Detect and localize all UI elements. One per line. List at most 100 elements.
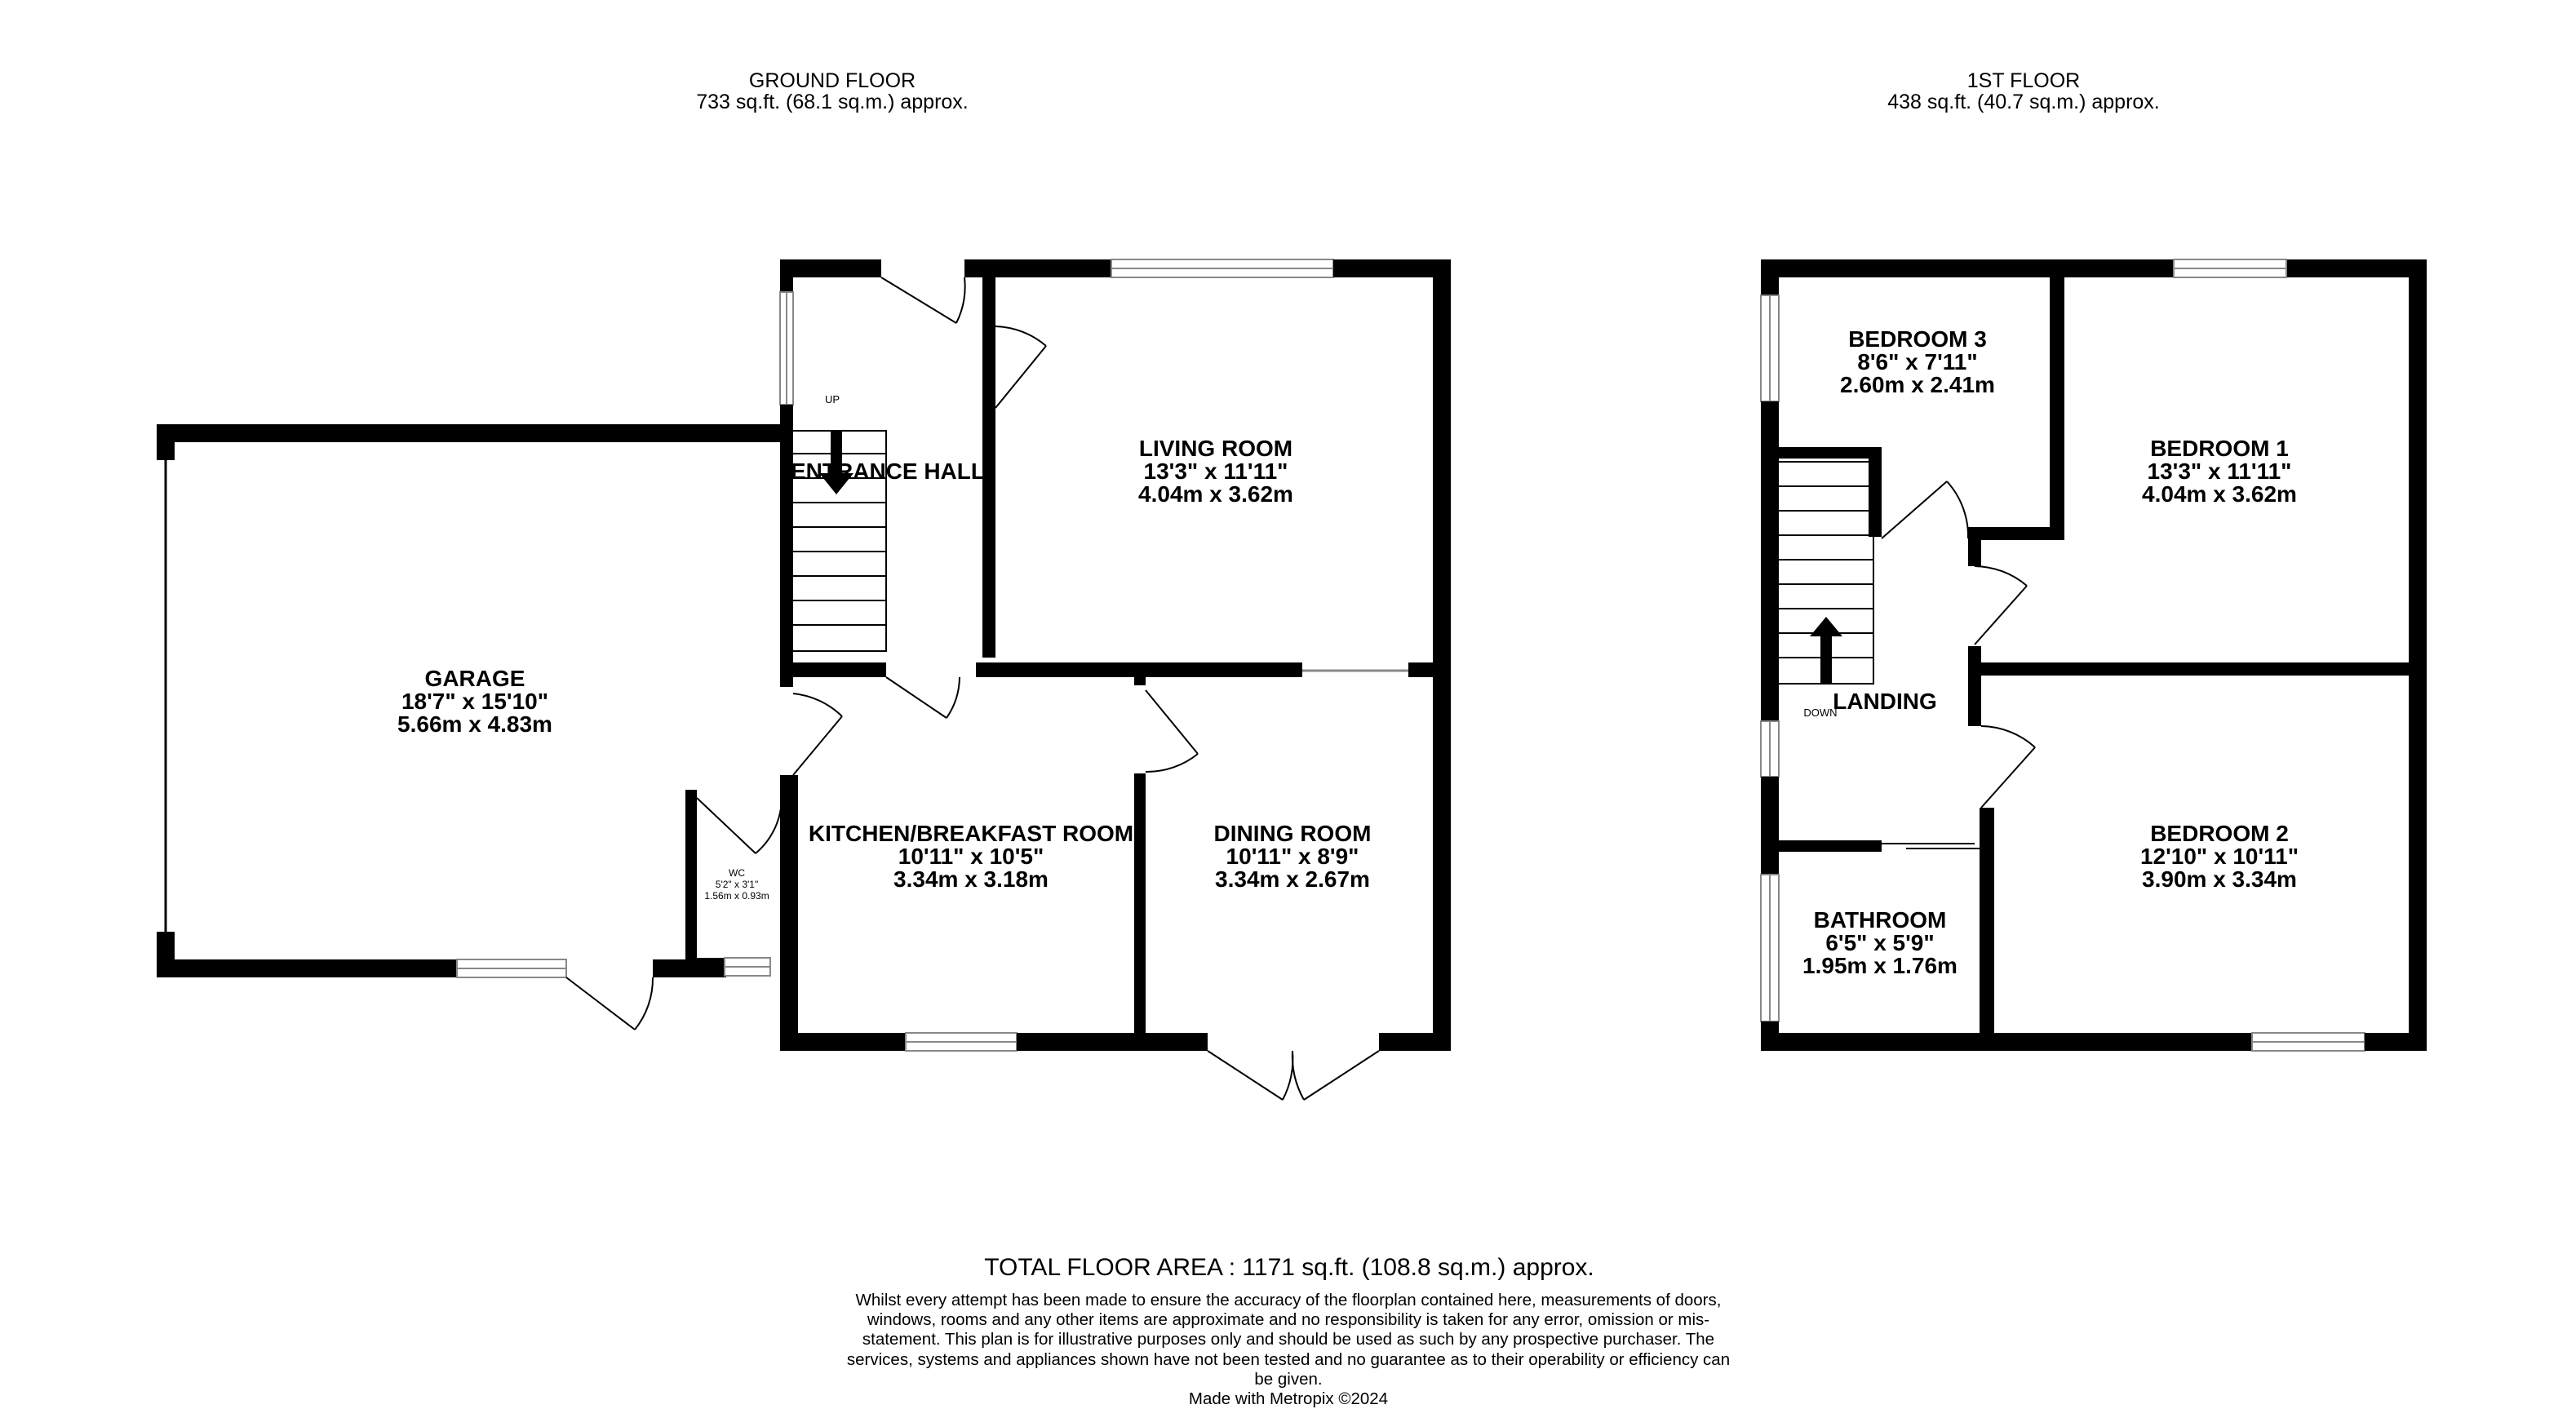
ff-wall-right — [2409, 259, 2427, 1051]
window — [2251, 1032, 2365, 1052]
living-wall-bottom-right — [1408, 662, 1441, 677]
room-label-kitchen: KITCHEN/BREAKFAST ROOM 10'11" x 10'5" 3.… — [783, 822, 1159, 891]
door-swing — [565, 977, 654, 1030]
window — [779, 291, 794, 405]
room-imperial: 10'11" x 8'9" — [1226, 844, 1359, 869]
garage-wall-bottom-left — [157, 959, 457, 977]
window — [1111, 259, 1334, 278]
sliding-door — [1882, 843, 1980, 849]
bedroom2-wall-left — [1968, 662, 1981, 726]
room-name: WC — [729, 867, 745, 879]
bathroom-wall-top-left — [1779, 840, 1882, 852]
room-imperial: 5'2" x 3'1" — [715, 878, 759, 890]
room-name: GARAGE — [424, 666, 525, 691]
french-doors — [1207, 1050, 1380, 1101]
room-label-garage: GARAGE 18'7" x 15'10" 5.66m x 4.83m — [352, 667, 597, 736]
room-imperial: 18'7" x 15'10" — [401, 689, 548, 714]
door-swing — [696, 797, 783, 854]
door-swing — [1145, 689, 1199, 773]
kitchen-dining-wall — [1134, 773, 1146, 1051]
bedroom1-bedroom2-wall — [1968, 662, 2427, 676]
room-label-bedroom-3: BEDROOM 3 8'6" x 7'11" 2.60m x 2.41m — [1795, 328, 2040, 397]
window — [1760, 874, 1780, 1022]
first-floor-area: 438 sq.ft. (40.7 sq.m.) approx. — [1887, 91, 2160, 113]
disclaimer: Whilst every attempt has been made to en… — [846, 1291, 1731, 1389]
living-wall-top-left — [964, 259, 1111, 277]
hall-wall-bottom — [780, 662, 886, 677]
first-floor-title: 1ST FLOOR — [1966, 69, 2081, 92]
ff-wall-bottom-right — [2365, 1033, 2427, 1051]
bedroom2-wall-left-lower — [1980, 808, 1994, 1051]
window — [2173, 259, 2287, 278]
room-imperial: 10'11" x 10'5" — [898, 844, 1044, 869]
hall-wall-left — [780, 405, 793, 687]
room-imperial: 12'10" x 10'11" — [2139, 844, 2299, 869]
room-metric: 5.66m x 4.83m — [397, 711, 552, 737]
room-label-entrance-hall: ENTRANCE HALL — [791, 459, 985, 484]
room-name: BEDROOM 2 — [2150, 821, 2289, 846]
ff-wall-left-top — [1761, 259, 1779, 295]
room-label-bedroom-2: BEDROOM 2 12'10" x 10'11" 3.90m x 3.34m — [2089, 822, 2350, 891]
room-metric: 1.95m x 1.76m — [1802, 953, 1957, 978]
door-swing — [1881, 481, 1970, 539]
room-imperial: 13'3" x 11'11" — [1143, 459, 1288, 484]
ground-floor-title: GROUND FLOOR — [748, 69, 916, 92]
window — [905, 1032, 1018, 1052]
staircase — [791, 430, 887, 652]
bedroom1-wall-left — [1968, 527, 1981, 566]
kitchen-wall-left — [780, 775, 798, 1051]
hall-divider-wall — [982, 277, 995, 658]
ground-floor-plan — [157, 259, 1451, 1101]
stair-down-arrow-icon — [819, 431, 853, 494]
living-wall-bottom-left — [976, 662, 1302, 677]
total-floor-area: TOTAL FLOOR AREA : 1171 sq.ft. (108.8 sq… — [984, 1254, 1594, 1281]
wc-wall-left — [685, 790, 697, 969]
garage-wall-left-top — [157, 424, 175, 460]
door-swing — [995, 326, 1047, 409]
first-floor-plan — [1760, 259, 2427, 1052]
room-label-living-room: LIVING ROOM 13'3" x 11'11" 4.04m x 3.62m — [1077, 437, 1355, 506]
room-metric: 4.04m x 3.62m — [1138, 481, 1293, 507]
room-name: BATHROOM — [1813, 907, 1947, 933]
stair-up-arrow-icon — [1810, 617, 1842, 684]
dining-wall-bottom-right — [1379, 1033, 1451, 1051]
stair-down-label: DOWN — [1803, 707, 1838, 719]
room-label-landing: LANDING — [1833, 689, 1937, 714]
door-swing — [1974, 565, 2028, 645]
garage-wall-top — [157, 424, 787, 442]
kitchen-wall-bottom-left — [780, 1033, 906, 1051]
stair-wall — [1869, 447, 1882, 537]
door-swing — [1980, 725, 2036, 809]
room-label-bedroom-1: BEDROOM 1 13'3" x 11'11" 4.04m x 3.62m — [2089, 437, 2350, 506]
room-name: DINING ROOM — [1213, 821, 1372, 846]
bedroom3-wall-bottom — [1779, 447, 1877, 459]
room-imperial: 8'6" x 7'11" — [1857, 349, 1978, 374]
door-swing — [885, 676, 960, 719]
room-metric: 3.90m x 3.34m — [2142, 866, 2297, 892]
kitchen-dining-wall-top — [1134, 671, 1146, 685]
ground-floor-area: 733 sq.ft. (68.1 sq.m.) approx. — [696, 91, 969, 113]
window — [724, 957, 771, 977]
ff-wall-left-bottom — [1761, 1021, 1779, 1051]
room-label-bathroom: BATHROOM 6'5" x 5'9" 1.95m x 1.76m — [1782, 909, 1978, 977]
room-imperial: 6'5" x 5'9" — [1825, 930, 1935, 955]
room-metric: 3.34m x 3.18m — [893, 866, 1049, 892]
room-name: BEDROOM 1 — [2150, 436, 2289, 461]
ff-wall-left-mid — [1761, 401, 1779, 721]
room-name: KITCHEN/BREAKFAST ROOM — [808, 821, 1134, 846]
ff-wall-bottom-left — [1761, 1033, 2252, 1051]
room-metric: 4.04m x 3.62m — [2142, 481, 2297, 507]
wc-wall-bottom — [685, 958, 725, 976]
right-wall — [1433, 259, 1451, 1051]
hall-wall-top-left — [780, 259, 881, 277]
ff-wall-left-lower — [1761, 777, 1779, 875]
room-label-dining-room: DINING ROOM 10'11" x 8'9" 3.34m x 2.67m — [1162, 822, 1423, 891]
kitchen-wall-bottom-right — [1017, 1033, 1208, 1051]
credit: Made with Metropix ©2024 — [1188, 1389, 1389, 1408]
room-name: BEDROOM 3 — [1848, 326, 1987, 352]
window — [1760, 295, 1780, 402]
room-metric: 1.56m x 0.93m — [704, 889, 769, 902]
bedroom1-wall-corner — [1968, 527, 2064, 540]
door-swing — [792, 693, 843, 776]
